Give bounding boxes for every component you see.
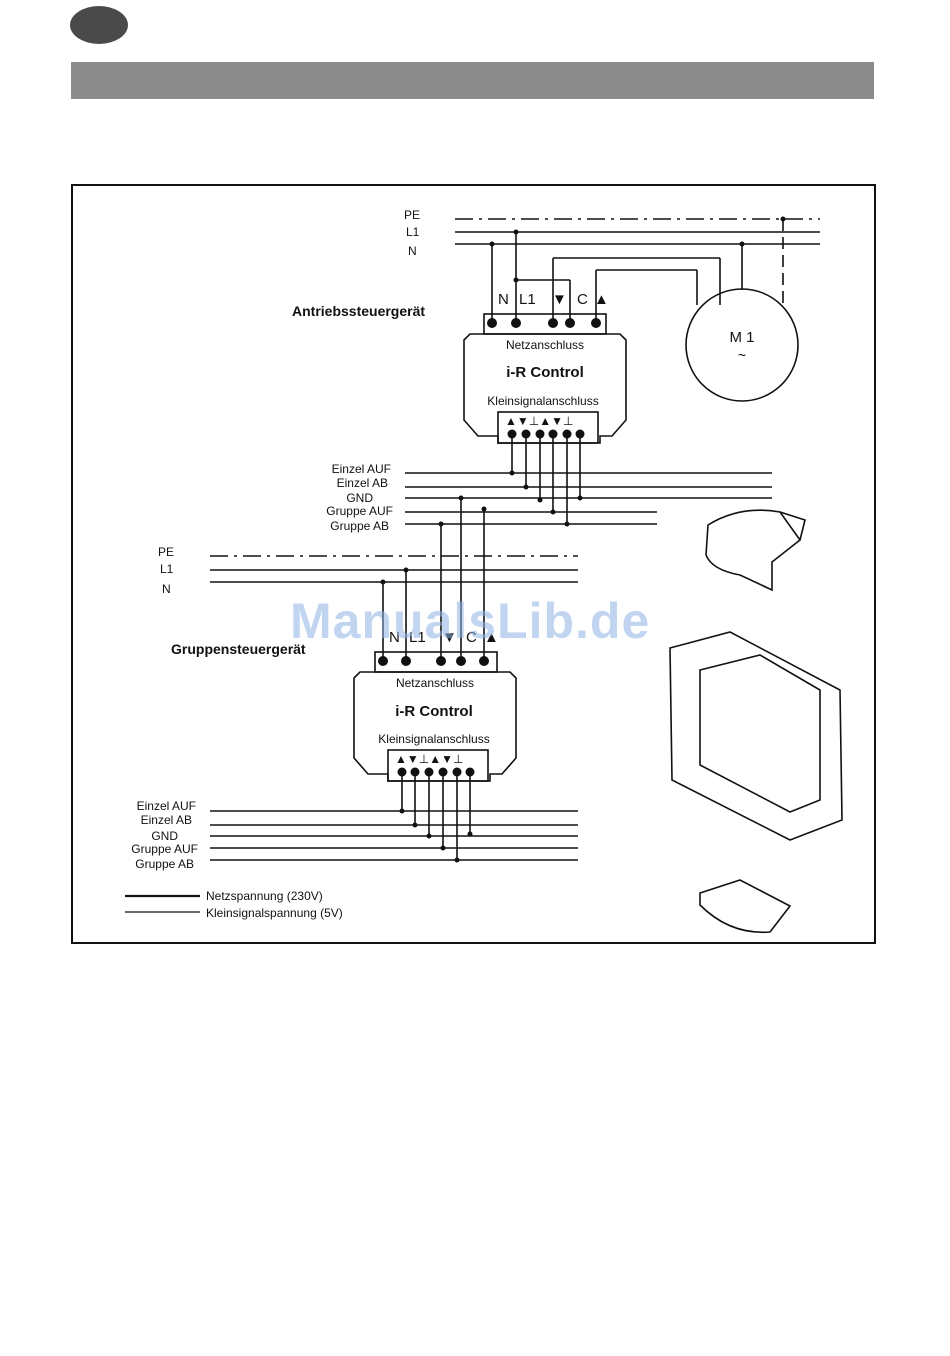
device1-title: i-R Control xyxy=(506,364,583,381)
bus2-pe-label: PE xyxy=(158,545,174,559)
sig2-gnd: GND xyxy=(151,829,178,843)
sig1-einzel-ab: Einzel AB xyxy=(337,476,388,490)
sig2-gruppe-ab: Gruppe AB xyxy=(135,857,194,871)
motor-label: M 1 xyxy=(729,329,754,346)
device2-role: Gruppensteuergerät xyxy=(171,641,306,657)
motor-symbol: ~ xyxy=(738,347,746,363)
section-header-bar xyxy=(71,62,874,99)
bus1-l1-label: L1 xyxy=(406,225,420,239)
sig1-gnd: GND xyxy=(346,491,373,505)
sig1-einzel-auf: Einzel AUF xyxy=(332,462,391,476)
device1-signal-label: Kleinsignalanschluss xyxy=(487,394,598,408)
dev2-term-n: N xyxy=(389,629,400,646)
sig1-gruppe-ab: Gruppe AB xyxy=(330,519,389,533)
sig1-gruppe-auf: Gruppe AUF xyxy=(326,504,393,518)
device1-role: Antriebssteuergerät xyxy=(292,303,425,319)
device1-mains-label: Netzanschluss xyxy=(506,338,584,352)
page-marker-badge xyxy=(70,6,128,44)
watermark-text: ManualsLib.de xyxy=(290,593,651,649)
device2-mains-label: Netzanschluss xyxy=(396,676,474,690)
dev1-term-c: C xyxy=(577,291,588,308)
bus2-n-label: N xyxy=(162,582,171,596)
legend-signal: Kleinsignalspannung (5V) xyxy=(206,906,343,920)
dev2-term-down: ▼ xyxy=(442,629,457,646)
sig2-einzel-ab: Einzel AB xyxy=(141,813,192,827)
dev1-term-n: N xyxy=(498,291,509,308)
sig2-einzel-auf: Einzel AUF xyxy=(137,799,196,813)
wiring-diagram-frame xyxy=(71,184,876,944)
sig2-gruppe-auf: Gruppe AUF xyxy=(131,842,198,856)
bus2-l1-label: L1 xyxy=(160,562,174,576)
dev1-term-up: ▲ xyxy=(594,291,609,308)
dev2-term-l1: L1 xyxy=(409,629,426,646)
device2-signal-label: Kleinsignalanschluss xyxy=(378,732,489,746)
bus1-n-label: N xyxy=(408,244,417,258)
bus1-pe-label: PE xyxy=(404,208,420,222)
dev2-term-c: C xyxy=(466,629,477,646)
dev1-term-down: ▼ xyxy=(552,291,567,308)
legend-mains: Netzspannung (230V) xyxy=(206,889,323,903)
dev1-term-l1: L1 xyxy=(519,291,536,308)
device2-title: i-R Control xyxy=(395,703,472,720)
junction-dots xyxy=(378,216,786,863)
device2-signal-terminals: ▲▼⊥▲▼⊥ xyxy=(395,752,463,766)
device1-signal-terminals: ▲▼⊥▲▼⊥ xyxy=(505,414,573,428)
dev2-term-up: ▲ xyxy=(484,629,499,646)
